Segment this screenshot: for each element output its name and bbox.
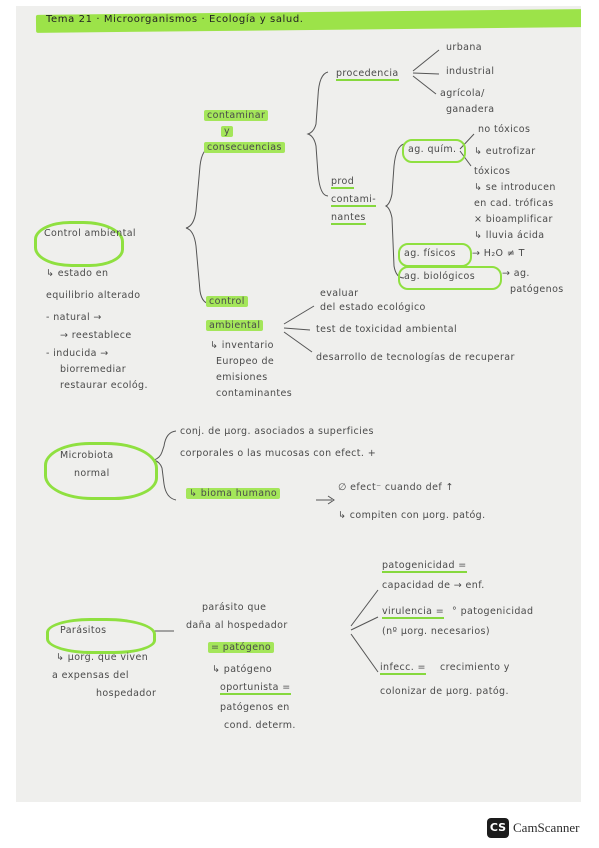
procedencia-item-3: agrícola/ (440, 88, 485, 99)
contaminar-2: y (221, 126, 234, 137)
bioma-item-2: ↳ compiten con µorg. patóg. (338, 510, 486, 521)
inventario-2: Europeo de (216, 356, 275, 367)
ag-fisicos-label: ag. físicos (404, 248, 456, 259)
parasitos-note-1: ↳ µorg. que viven (56, 652, 149, 663)
virulencia-label: virulencia = (382, 606, 445, 619)
bioma-label: ↳ bioma humano (186, 488, 281, 499)
quim-item-2: ↳ eutrofizar (474, 146, 536, 157)
natural-sub: → reestablece (60, 330, 132, 341)
procedencia-item-1: urbana (446, 42, 483, 53)
control-item-3: test de toxicidad ambiental (316, 324, 458, 335)
virulencia-def-2: (nº µorg. necesarios) (382, 626, 491, 637)
microbiota-def-1: conj. de µorg. asociados a superficies (180, 426, 374, 437)
ag-biologicos-box (398, 266, 502, 290)
central-note-2: equilibrio alterado (46, 290, 141, 301)
parasitos-note-3: hospedador (96, 688, 157, 699)
induced-label: - inducida → (46, 348, 109, 359)
notebook-page: Tema 21 · Microorganismos · Ecología y s… (16, 6, 581, 802)
control-item-1: evaluar (320, 288, 359, 299)
procedencia-item-2: industrial (446, 66, 495, 77)
quim-item-3: tóxicos (474, 166, 511, 177)
biologicos-item-1: → ag. (502, 268, 530, 279)
procedencia-item-4: ganadera (446, 104, 495, 115)
infeccion-def-1: crecimiento y (440, 662, 510, 673)
control-1: control (206, 296, 248, 307)
oportunista-4: cond. determ. (224, 720, 296, 731)
quim-item-6: × bioamplificar (474, 214, 553, 225)
procedencia-label: procedencia (336, 68, 399, 81)
parasitos-label: Parásitos (60, 625, 107, 636)
oportunista-2: oportunista = (220, 682, 291, 695)
patogenicidad-label: patogenicidad = (382, 560, 467, 573)
parasito-def-1: parásito que (202, 602, 267, 613)
camscanner-watermark: CamScanner (513, 820, 580, 835)
inventario-1: ↳ inventario (210, 340, 274, 351)
patogenicidad-def: capacidad de → enf. (382, 580, 485, 591)
prod-3: nantes (331, 212, 366, 225)
camscanner-logo-icon: CS (487, 818, 509, 838)
control-ambiental-oval (34, 221, 124, 267)
parasito-def-2: daña al hospedador (186, 620, 288, 631)
microbiota-label-2: normal (74, 468, 110, 479)
control-item-4: desarrollo de tecnologías de recuperar (316, 352, 515, 363)
prod-1: prod (331, 176, 355, 189)
prod-2: contami- (331, 194, 377, 207)
inventario-4: contaminantes (216, 388, 293, 399)
ag-quim-box (402, 139, 466, 163)
biologicos-item-2: patógenos (510, 284, 564, 295)
microbiota-oval (44, 442, 158, 500)
quim-item-5: en cad. tróficas (474, 198, 554, 209)
induced-sub-1: biorremediar (60, 364, 127, 375)
microbiota-label-1: Microbiota (60, 450, 114, 461)
control-2: ambiental (206, 320, 264, 331)
fisicos-item: → H₂O ≠ T (472, 248, 525, 259)
bioma-item-1: ∅ efect⁻ cuando def ↑ (338, 482, 454, 493)
page-title: Tema 21 · Microorganismos · Ecología y s… (46, 14, 304, 25)
connector-lines (152, 49, 475, 673)
oportunista-1: ↳ patógeno (212, 664, 273, 675)
parasitos-oval (46, 618, 156, 654)
ag-biologicos-label: ag. biológicos (404, 271, 476, 282)
inventario-3: emisiones (216, 372, 268, 383)
microbiota-def-2: corporales o las mucosas con efect. + (180, 448, 377, 459)
natural-label: - natural → (46, 312, 102, 323)
quim-item-4: ↳ se introducen (474, 182, 556, 193)
quim-item-1: no tóxicos (478, 124, 531, 135)
quim-item-7: ↳ lluvia ácida (474, 230, 545, 241)
central-note-1: ↳ estado en (46, 268, 109, 279)
infeccion-def-2: colonizar de µorg. patóg. (380, 686, 509, 697)
parasitos-note-2: a expensas del (52, 670, 129, 681)
contaminar-3: consecuencias (204, 142, 285, 153)
virulencia-def-1: ° patogenicidad (452, 606, 534, 617)
control-item-2: del estado ecológico (320, 302, 426, 313)
contaminar-1: contaminar (204, 110, 269, 121)
patogeno-label: = patógeno (208, 642, 275, 653)
oportunista-3: patógenos en (220, 702, 290, 713)
central-label: Control ambiental (44, 228, 136, 239)
infeccion-label: infecc. = (380, 662, 426, 675)
ag-quim-label: ag. quím. (408, 144, 457, 155)
induced-sub-2: restaurar ecológ. (60, 380, 148, 391)
